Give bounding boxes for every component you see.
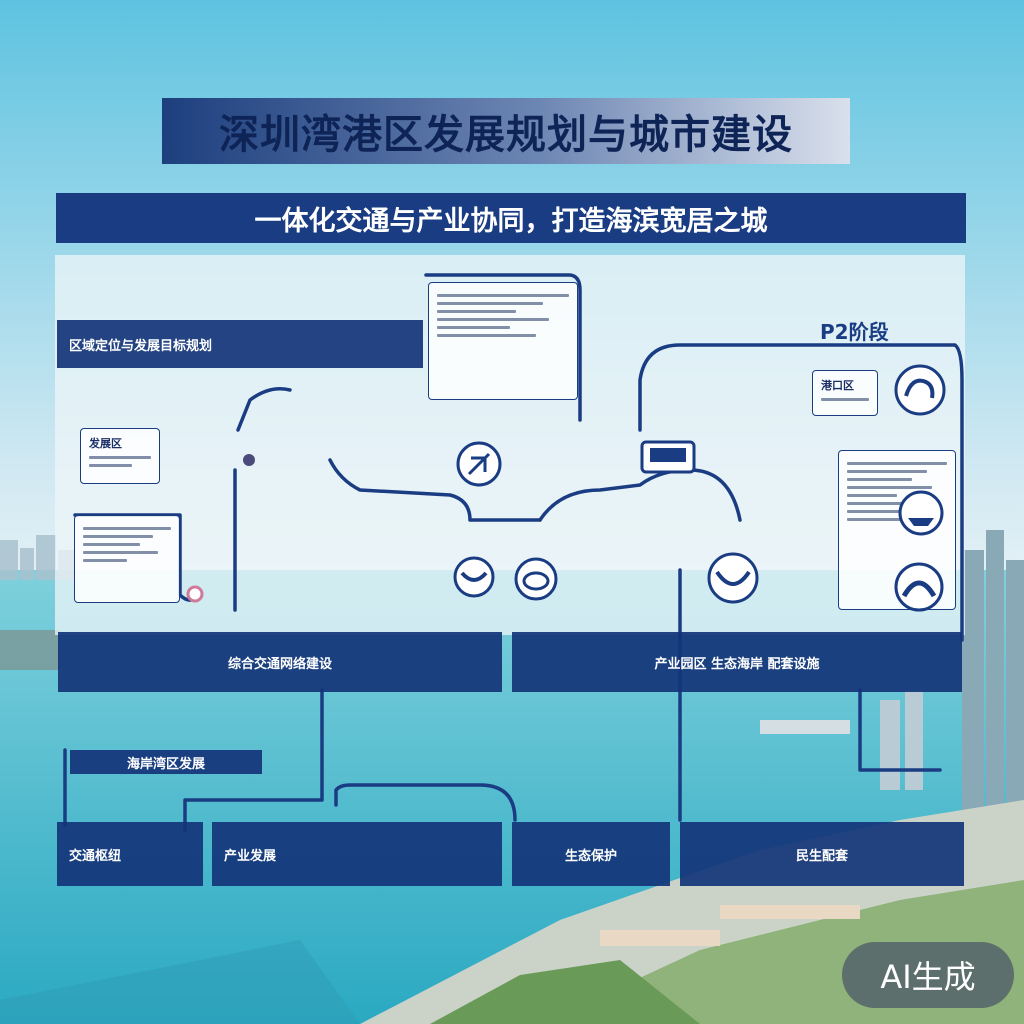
left-header-block: 区域定位与发展目标规划 — [57, 320, 423, 368]
ship-icon — [898, 490, 944, 536]
ring-icon — [514, 557, 558, 601]
info-card-right: 港口区 — [812, 370, 878, 416]
wave-icon — [894, 364, 946, 416]
corner-label: P2阶段 — [820, 320, 889, 344]
bottom-block-1: 交通枢纽 — [57, 822, 203, 886]
info-card-left: 发展区 — [80, 428, 160, 484]
bottom-block-2: 产业发展 — [212, 822, 502, 886]
ai-badge-text: AI生成 — [880, 958, 976, 996]
left-card-label: 发展区 — [89, 437, 122, 450]
page-title: 深圳湾港区发展规划与城市建设 — [219, 111, 793, 158]
left-header-text: 区域定位与发展目标规划 — [69, 338, 213, 354]
small-header-text: 海岸湾区发展 — [126, 756, 205, 772]
mid-right-block: 产业园区 生态海岸 配套设施 — [512, 632, 962, 692]
node-dot-icon — [243, 454, 255, 466]
mid-left-block: 综合交通网络建设 — [58, 632, 502, 692]
bottom-block-1-text: 交通枢纽 — [69, 848, 122, 864]
info-card-top — [428, 282, 578, 400]
mid-right-text: 产业园区 生态海岸 配套设施 — [654, 656, 820, 672]
anchor-icon — [894, 562, 944, 612]
bottom-block-2-text: 产业发展 — [224, 848, 277, 864]
small-header-block: 海岸湾区发展 — [70, 750, 262, 774]
harbor-icon — [453, 556, 495, 598]
page-subtitle: 一体化交通与产业协同，打造海滨宽居之城 — [254, 205, 768, 237]
bottom-block-3-text: 生态保护 — [564, 848, 617, 864]
bottom-block-3: 生态保护 — [512, 822, 670, 886]
bottom-block-4: 民生配套 — [680, 822, 964, 886]
info-card-left-lower — [74, 515, 180, 603]
title-banner: 深圳湾港区发展规划与城市建设 — [162, 98, 850, 164]
building-icon — [456, 441, 502, 487]
node-dot-pink-icon — [186, 585, 204, 603]
mid-left-text: 综合交通网络建设 — [227, 656, 332, 672]
subtitle-banner: 一体化交通与产业协同，打造海滨宽居之城 — [56, 193, 966, 243]
train-icon — [640, 440, 696, 474]
ai-generated-badge: AI生成 — [842, 942, 1014, 1008]
bottom-block-4-text: 民生配套 — [795, 848, 848, 864]
bridge-icon — [707, 552, 759, 604]
right-card-label: 港口区 — [821, 379, 854, 392]
